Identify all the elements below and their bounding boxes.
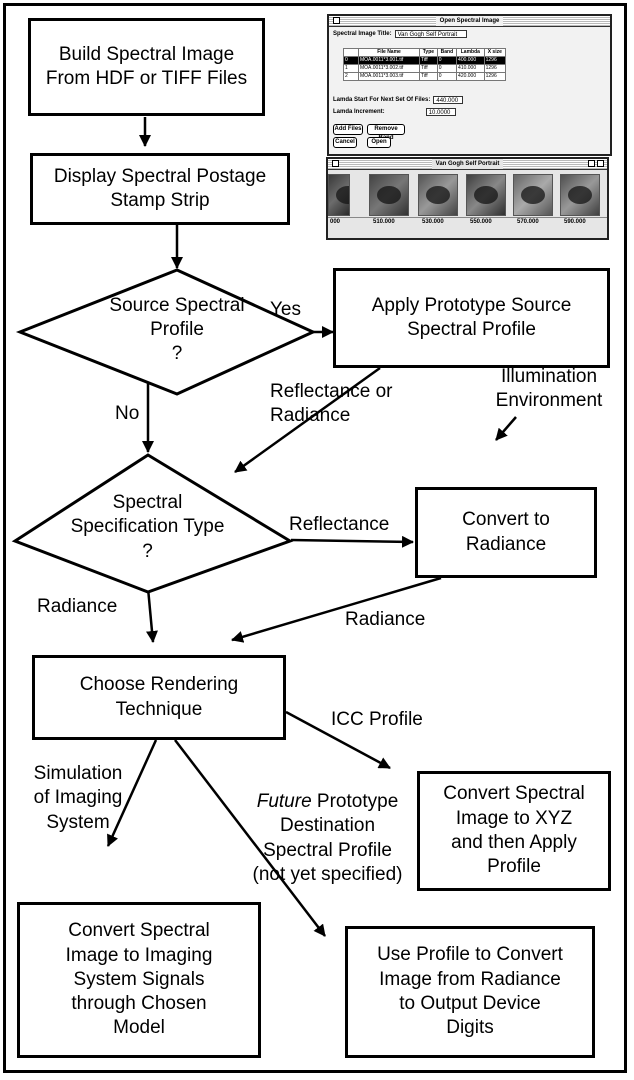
decision-source-shape <box>15 268 317 396</box>
decision-source-label: Source Spectral Profile ? <box>109 294 245 365</box>
add-files-button[interactable]: Add Files <box>333 124 363 135</box>
zoom-box-icon[interactable] <box>588 160 595 167</box>
close-box-icon[interactable] <box>332 160 339 167</box>
strip-divider <box>328 217 607 218</box>
arrow-refl-or-rad <box>234 366 381 474</box>
label-future-rest: Prototype Destination Spectral Profile (… <box>252 791 403 885</box>
box-signals-label: Convert Spectral Image to Imaging System… <box>65 920 213 1039</box>
box-xyz-label: Convert Spectral Image to XYZ and then A… <box>443 783 585 878</box>
collapse-box-icon[interactable] <box>597 160 604 167</box>
label-future-italic: Future <box>256 791 312 812</box>
label-icc-profile: ICC Profile <box>331 709 423 730</box>
box-choose-rendering: Choose Rendering Technique <box>32 655 286 740</box>
arrow-simulation <box>106 739 158 847</box>
lambda-start-row: Lamda Start For Next Set Of Files: 440.0… <box>333 96 464 104</box>
wavelength-label: 000 <box>330 219 341 225</box>
thumbnail[interactable] <box>466 174 506 216</box>
box-choose-label: Choose Rendering Technique <box>79 674 239 720</box>
file-table-header: File Name Type Band Lambda X size <box>343 48 507 57</box>
lambda-start-label: Lamda Start For Next Set Of Files: <box>333 97 431 103</box>
label-no: No <box>115 403 140 424</box>
image-title-input[interactable]: Van Gogh Self Portrait <box>394 30 467 38</box>
arrow-radiance-left <box>146 587 158 643</box>
open-spectral-image-window: Open Spectral Image Spectral Image Title… <box>327 14 612 156</box>
cancel-button[interactable]: Cancel <box>333 137 357 148</box>
label-reflectance: Reflectance <box>289 514 390 535</box>
remove-band-button[interactable]: Remove Band <box>367 124 405 141</box>
open-button[interactable]: Open <box>367 137 391 148</box>
decision-source-profile: Source Spectral Profile ? <box>55 282 299 378</box>
arrow-illumination <box>495 416 517 441</box>
strip-window-title: Van Gogh Self Portrait <box>431 159 504 169</box>
thumbnail[interactable] <box>560 174 600 216</box>
box-convert-to-xyz: Convert Spectral Image to XYZ and then A… <box>417 771 611 891</box>
postage-stamp-strip-window: Van Gogh Self Portrait 000 510.000 530.0… <box>326 157 609 240</box>
wavelength-label: 570.000 <box>517 219 539 225</box>
box-display-label: Display Spectral Postage Stamp Strip <box>53 165 267 211</box>
wavelength-label: 510.000 <box>373 219 395 225</box>
lambda-increment-row: Lamda Increment: 10.0000 <box>333 108 456 116</box>
label-simulation: Simulation of Imaging System <box>33 763 123 833</box>
decision-spec-type: Spectral Specification Type ? <box>20 480 275 575</box>
thumbnail[interactable] <box>418 174 458 216</box>
label-radiance-left: Radiance <box>37 596 118 617</box>
lambda-start-input[interactable]: 440.000 <box>433 96 464 104</box>
thumbnail[interactable] <box>369 174 409 216</box>
box-build-label: Build Spectral Image From HDF or TIFF Fi… <box>45 43 248 89</box>
open-window-title: Open Spectral Image <box>435 16 504 26</box>
label-radiance-right: Radiance <box>345 609 426 630</box>
arrow-future <box>174 739 326 937</box>
label-future-destination: Future Prototype Destination Spectral Pr… <box>235 790 420 887</box>
decision-spec-label: Spectral Specification Type ? <box>70 492 225 562</box>
box-apply-label: Apply Prototype Source Spectral Profile <box>371 294 572 340</box>
box-build-spectral-image: Build Spectral Image From HDF or TIFF Fi… <box>28 18 265 116</box>
image-title-label: Spectral Image Title: <box>333 31 392 37</box>
wavelength-label: 530.000 <box>422 219 444 225</box>
box-convert-to-signals: Convert Spectral Image to Imaging System… <box>17 902 261 1058</box>
label-reflectance-or-radiance: Reflectance or Radiance <box>270 381 393 427</box>
diagram-frame <box>3 3 627 1073</box>
box-apply-source-profile: Apply Prototype Source Spectral Profile <box>333 268 610 368</box>
strip-window-titlebar: Van Gogh Self Portrait <box>328 159 607 170</box>
box-convert-to-radiance: Convert to Radiance <box>415 487 597 578</box>
arrow-icc <box>285 710 391 770</box>
wavelength-label: 550.000 <box>470 219 492 225</box>
label-yes: Yes <box>270 299 301 320</box>
close-box-icon[interactable] <box>333 17 340 24</box>
box-convert-radiance-label: Convert to Radiance <box>462 509 550 555</box>
box-use-profile: Use Profile to Convert Image from Radian… <box>345 926 595 1058</box>
arrow-radiance-right <box>231 576 442 643</box>
box-display-postage-strip: Display Spectral Postage Stamp Strip <box>30 153 290 225</box>
arrow-reflectance <box>290 535 414 548</box>
thumbnail[interactable] <box>513 174 553 216</box>
thumbnail[interactable] <box>328 174 350 216</box>
decision-spec-shape <box>11 453 294 594</box>
image-title-row: Spectral Image Title: Van Gogh Self Port… <box>333 30 467 38</box>
lambda-increment-input[interactable]: 10.0000 <box>425 108 456 116</box>
lambda-increment-label: Lamda Increment: <box>333 109 385 115</box>
wavelength-label: 590.000 <box>564 219 586 225</box>
box-use-profile-label: Use Profile to Convert Image from Radian… <box>377 944 563 1039</box>
label-illumination-environment: Illumination Environment <box>495 366 603 412</box>
open-window-titlebar: Open Spectral Image <box>329 16 610 27</box>
